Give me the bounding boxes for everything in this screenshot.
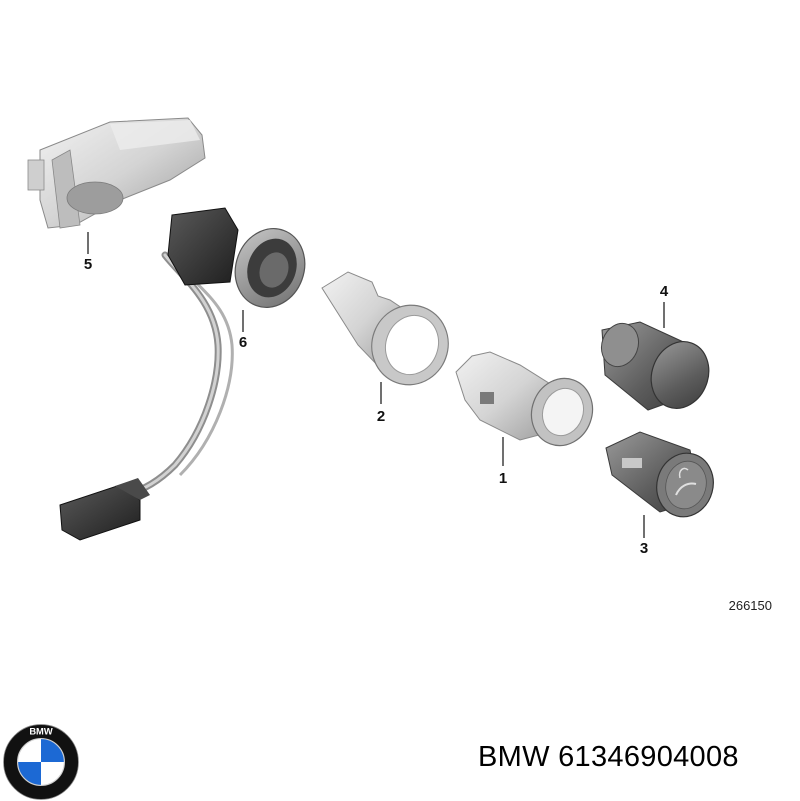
part-6-socket-with-cable [59, 207, 306, 541]
part-4-plug [600, 321, 710, 411]
part-1-socket-body [455, 351, 594, 447]
callout-6: 6 [238, 334, 248, 351]
bmw-roundel-logo: BMW [3, 724, 79, 800]
part-5-housing [27, 117, 206, 229]
part-2-ring-holder [321, 271, 449, 386]
part-caption: BMW 61346904008 [478, 741, 739, 773]
leader-lines [87, 232, 665, 538]
callout-4: 4 [659, 283, 669, 300]
part-3-lighter-insert [605, 431, 714, 518]
callout-2: 2 [376, 408, 386, 425]
callout-3: 3 [639, 540, 649, 557]
callout-5: 5 [83, 256, 93, 273]
diagram-reference-code: 266150 [728, 598, 772, 613]
callout-1: 1 [498, 470, 508, 487]
bmw-logo-lettering: BMW [29, 727, 53, 737]
